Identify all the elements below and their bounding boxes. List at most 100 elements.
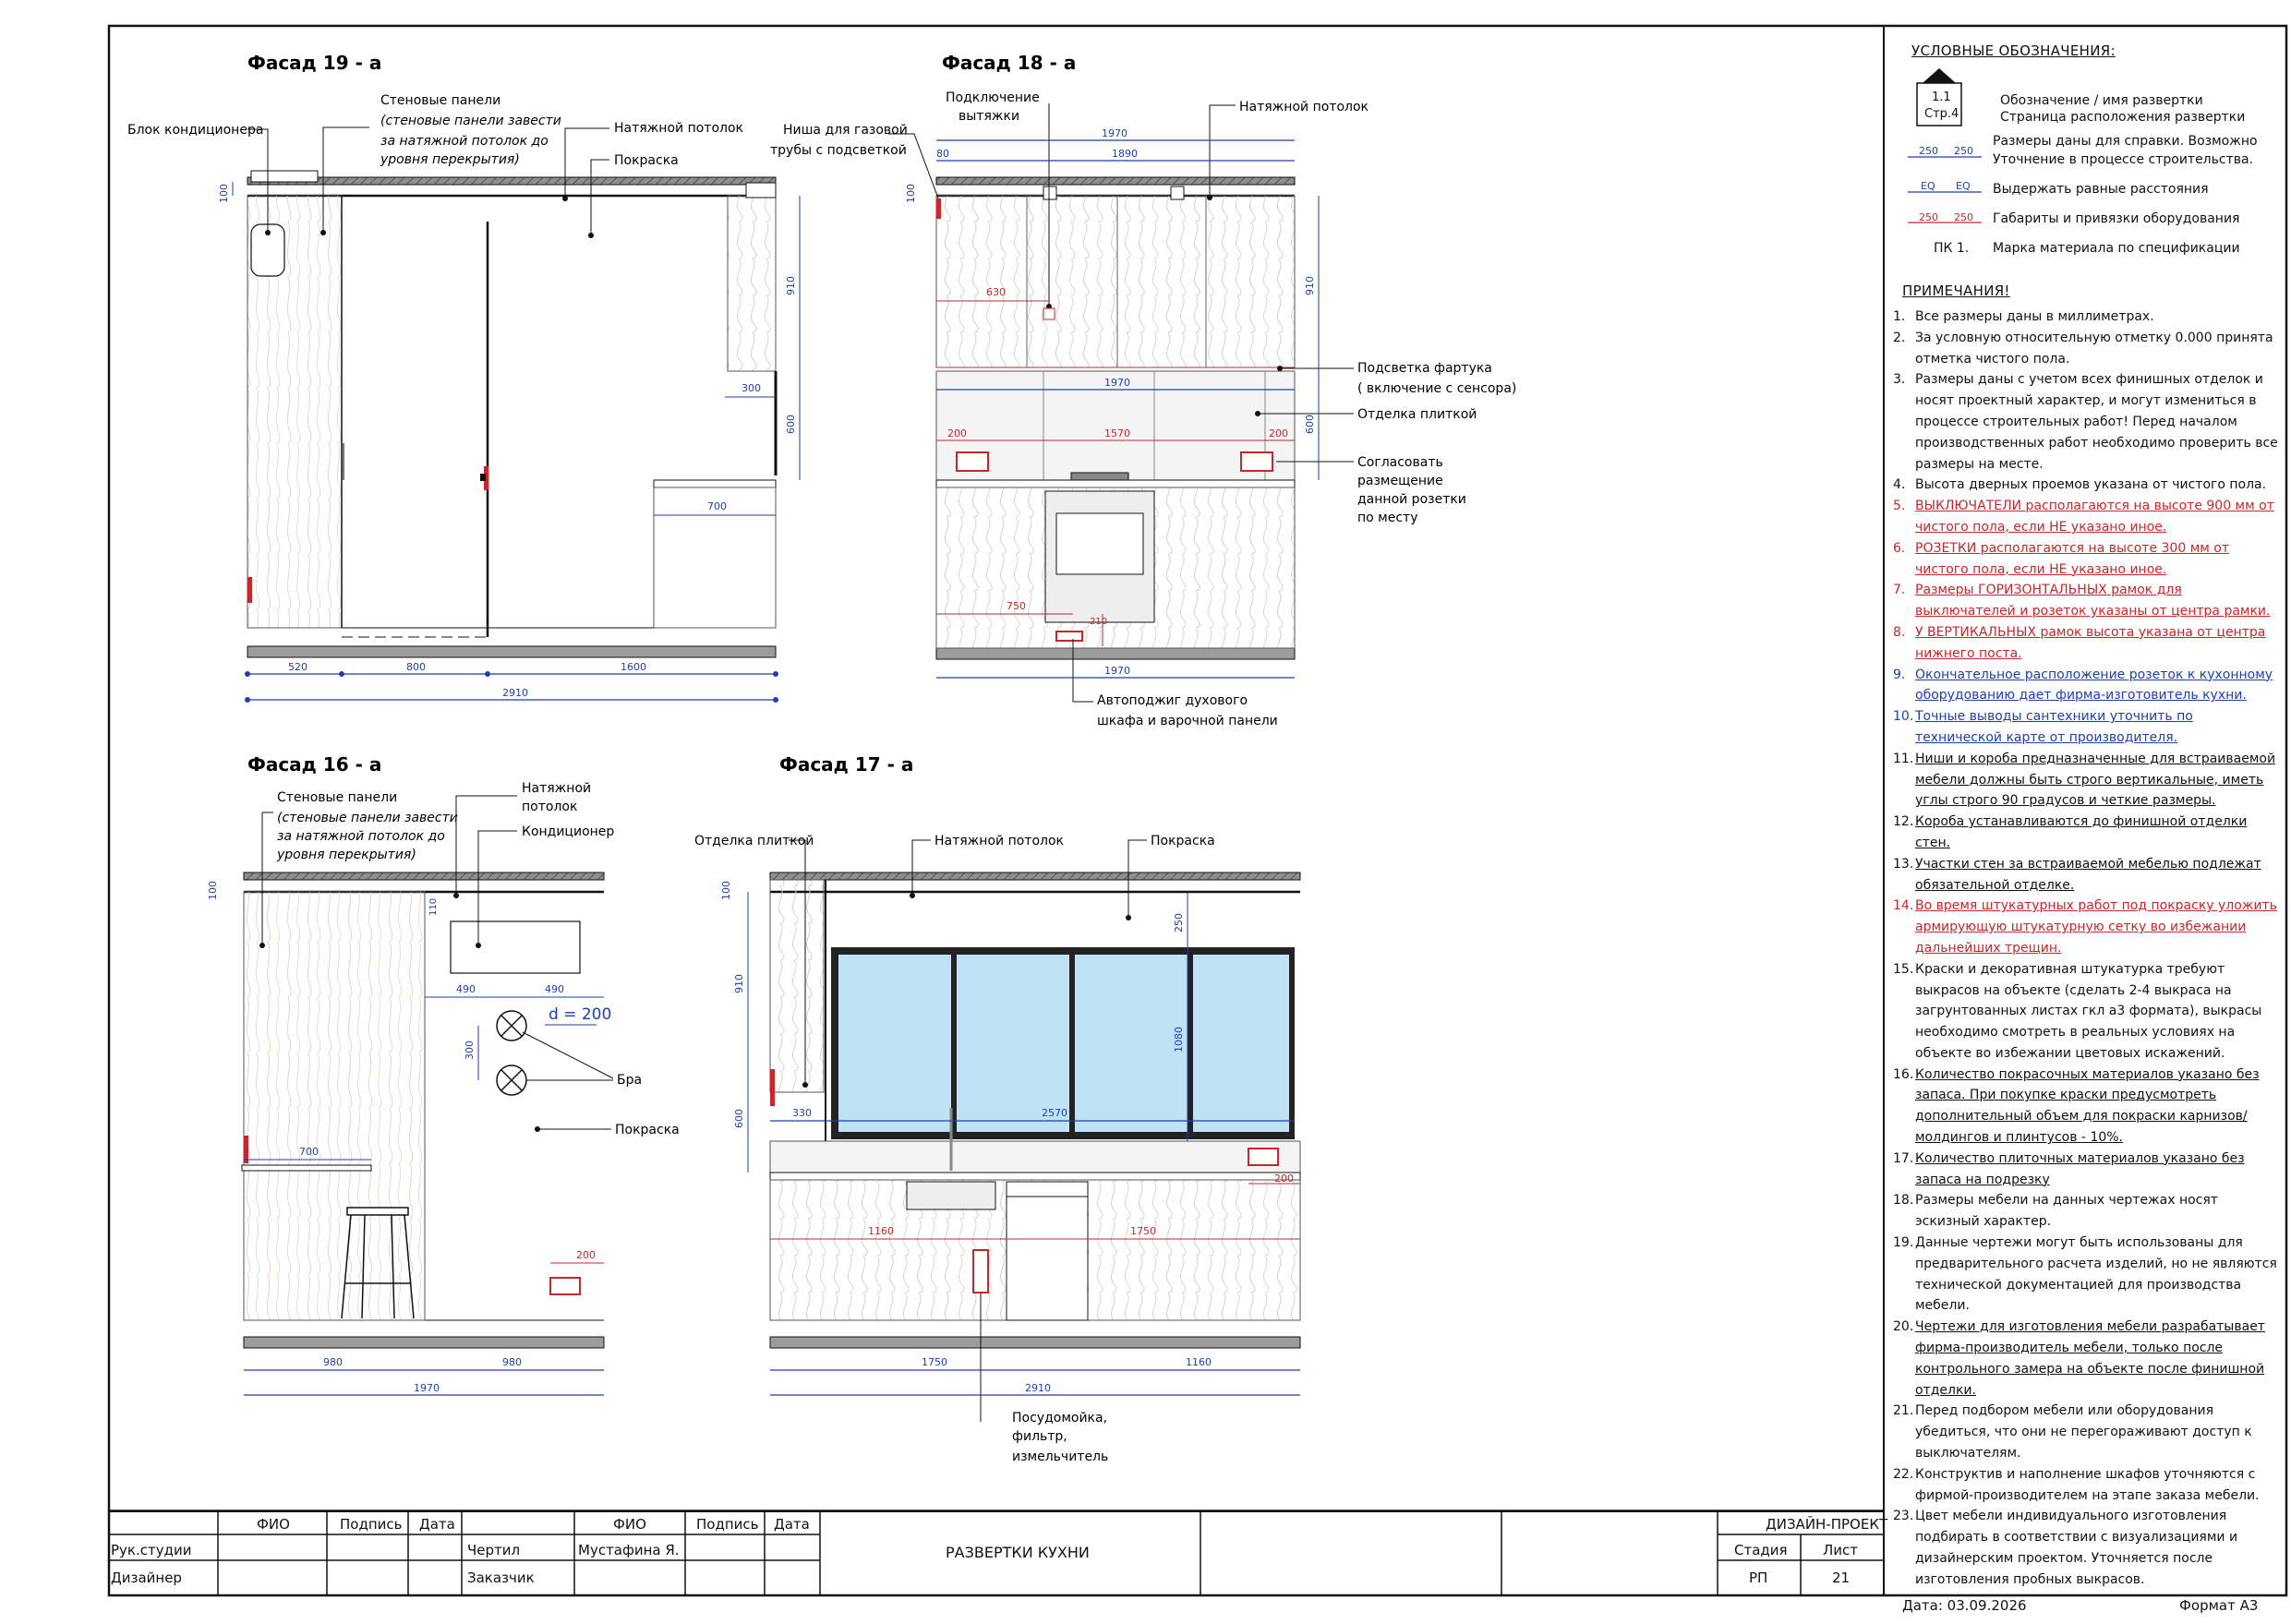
svg-text:1890: 1890 <box>1112 148 1138 160</box>
note-text: Краски и декоративная штукатурка требуют… <box>1915 961 2262 1061</box>
facade-16: Фасад 16 - а Стеновые панели <box>207 753 680 1396</box>
svg-text:80: 80 <box>936 148 949 160</box>
svg-text:Согласовать: Согласовать <box>1357 455 1443 470</box>
svg-text:600: 600 <box>1304 415 1316 434</box>
note-number: 10. <box>1893 709 1914 725</box>
svg-text:Подсветка фартука: Подсветка фартука <box>1357 361 1492 376</box>
note-text: Конструктив и наполнение шкафов уточняют… <box>1915 1466 2260 1503</box>
note-text: Цвет мебели индивидуального изготовления… <box>1915 1509 2238 1587</box>
svg-text:шкафа и варочной панели: шкафа и варочной панели <box>1097 714 1278 728</box>
svg-text:100: 100 <box>720 881 732 900</box>
wall-panels <box>243 891 426 1321</box>
facade-17: Фасад 17 - а Отделка плиткой Натяжной по… <box>694 753 1301 1464</box>
note-number: 18. <box>1893 1193 1914 1209</box>
svg-text:(стеновые панели завести: (стеновые панели завести <box>277 811 458 825</box>
bar-stool <box>341 1207 415 1319</box>
svg-text:Отделка плиткой: Отделка плиткой <box>694 834 814 848</box>
svg-text:800: 800 <box>406 661 426 673</box>
note-text: Перед подбором мебели или оборудования у… <box>1915 1403 2252 1462</box>
note-number: 2. <box>1893 330 1906 345</box>
svg-text:520: 520 <box>288 661 307 673</box>
note-number: 7. <box>1893 583 1906 598</box>
svg-text:1080: 1080 <box>1173 1027 1185 1053</box>
svg-text:Автоподжиг духового: Автоподжиг духового <box>1097 693 1248 708</box>
note-text: Во время штукатурных работ под покраску … <box>1915 898 2277 956</box>
sconce-icon <box>496 1010 527 1041</box>
svg-text:980: 980 <box>323 1356 343 1368</box>
svg-text:по месту: по месту <box>1357 511 1417 525</box>
tb-stage: РП <box>1749 1570 1768 1586</box>
svg-text:910: 910 <box>733 974 745 993</box>
eqp-text: Габариты и привязки оборудования <box>1993 211 2240 226</box>
tb-stage-label: Стадия <box>1734 1542 1788 1558</box>
facade-19-title: Фасад 19 - а <box>247 52 381 74</box>
svg-text:вытяжки: вытяжки <box>959 109 1019 124</box>
svg-text:1970: 1970 <box>1102 127 1127 139</box>
tb-sheet-no: 21 <box>1832 1570 1851 1586</box>
note-number: 16. <box>1893 1066 1914 1082</box>
svg-text:2910: 2910 <box>502 687 528 699</box>
note-item: 16.Количество покрасочных материалов ука… <box>1893 1065 2281 1149</box>
svg-text:Стеновые панели: Стеновые панели <box>277 790 397 805</box>
tb-sign-header-2: Подпись <box>696 1516 759 1533</box>
tb-role-drawn: Чертил <box>467 1542 521 1558</box>
note-item: 11.Ниши и короба предназначенные для вст… <box>1893 749 2281 812</box>
note-item: 3.Размеры даны с учетом всех финишных от… <box>1893 369 2281 475</box>
note-item: 1.Все размеры даны в миллиметрах. <box>1893 307 2281 328</box>
marker-text-2: Страница расположения развертки <box>2000 110 2246 125</box>
svg-text:300: 300 <box>742 382 761 394</box>
svg-text:2570: 2570 <box>1042 1107 1067 1119</box>
svg-text:d = 200: d = 200 <box>549 1005 611 1024</box>
svg-text:потолок: потолок <box>522 800 577 814</box>
note-number: 13. <box>1893 856 1914 872</box>
facade-17-title: Фасад 17 - а <box>779 753 913 776</box>
air-conditioner <box>450 920 581 974</box>
note-text: Все размеры даны в миллиметрах. <box>1915 309 2154 324</box>
note-item: 2.За условную относительную отметку 0.00… <box>1893 328 2281 370</box>
f19-ac-label: Блок кондиционера <box>127 123 263 138</box>
tb-date-header-1: Дата <box>419 1516 455 1533</box>
svg-text:910: 910 <box>1304 276 1316 295</box>
note-text: Высота дверных проемов указана от чистог… <box>1915 477 2267 493</box>
svg-text:330: 330 <box>792 1107 812 1119</box>
svg-text:уровня перекрытия): уровня перекрытия) <box>380 152 520 167</box>
svg-text:200: 200 <box>1269 427 1288 439</box>
legend-symbols <box>1908 68 1982 223</box>
note-number: 17. <box>1893 1150 1914 1166</box>
note-text: Размеры даны с учетом всех финишных отде… <box>1915 372 2278 472</box>
sconce-icon <box>496 1065 527 1096</box>
tb-role-studio-head: Рук.студии <box>111 1542 192 1558</box>
svg-text:210: 210 <box>1090 617 1107 627</box>
svg-text:трубы с подсветкой: трубы с подсветкой <box>770 143 907 158</box>
note-text: РОЗЕТКИ располагаются на высоте 300 мм о… <box>1915 540 2229 577</box>
svg-text:910: 910 <box>785 276 797 295</box>
note-number: 21. <box>1893 1403 1914 1419</box>
note-text: Окончательное расположение розеток к кух… <box>1915 667 2273 704</box>
svg-text:200: 200 <box>947 427 967 439</box>
svg-text:1160: 1160 <box>868 1225 894 1237</box>
socket <box>1248 1148 1279 1166</box>
socket <box>549 1277 581 1295</box>
upper-cabinets <box>935 195 1296 368</box>
svg-text:Натяжной потолок: Натяжной потолок <box>934 834 1064 848</box>
svg-text:980: 980 <box>502 1356 522 1368</box>
facade-16-title: Фасад 16 - а <box>247 753 381 776</box>
svg-text:630: 630 <box>986 286 1006 298</box>
note-text: Короба устанавливаются до финишной отдел… <box>1915 814 2248 850</box>
facade-18-title: Фасад 18 - а <box>942 52 1076 74</box>
note-number: 15. <box>1893 961 1914 977</box>
pk-text: Марка материала по спецификации <box>1993 241 2240 256</box>
svg-text:600: 600 <box>785 415 797 434</box>
tb-drawn-by: Мустафина Я. <box>578 1542 680 1558</box>
note-text: Чертежи для изготовления мебели разрабат… <box>1915 1319 2265 1398</box>
tb-date-header-2: Дата <box>774 1516 810 1533</box>
svg-text:100: 100 <box>218 184 230 203</box>
note-item: 7.Размеры ГОРИЗОНТАЛЬНЫХ рамок для выклю… <box>1893 580 2281 622</box>
dishwasher <box>1006 1181 1089 1321</box>
tb-project-type: ДИЗАЙН-ПРОЕКТ <box>1766 1516 1888 1533</box>
svg-text:1750: 1750 <box>922 1356 947 1368</box>
note-number: 19. <box>1893 1235 1914 1251</box>
tb-sheet-label: Лист <box>1823 1542 1859 1558</box>
note-text: Ниши и короба предназначенные для встраи… <box>1915 751 2276 809</box>
